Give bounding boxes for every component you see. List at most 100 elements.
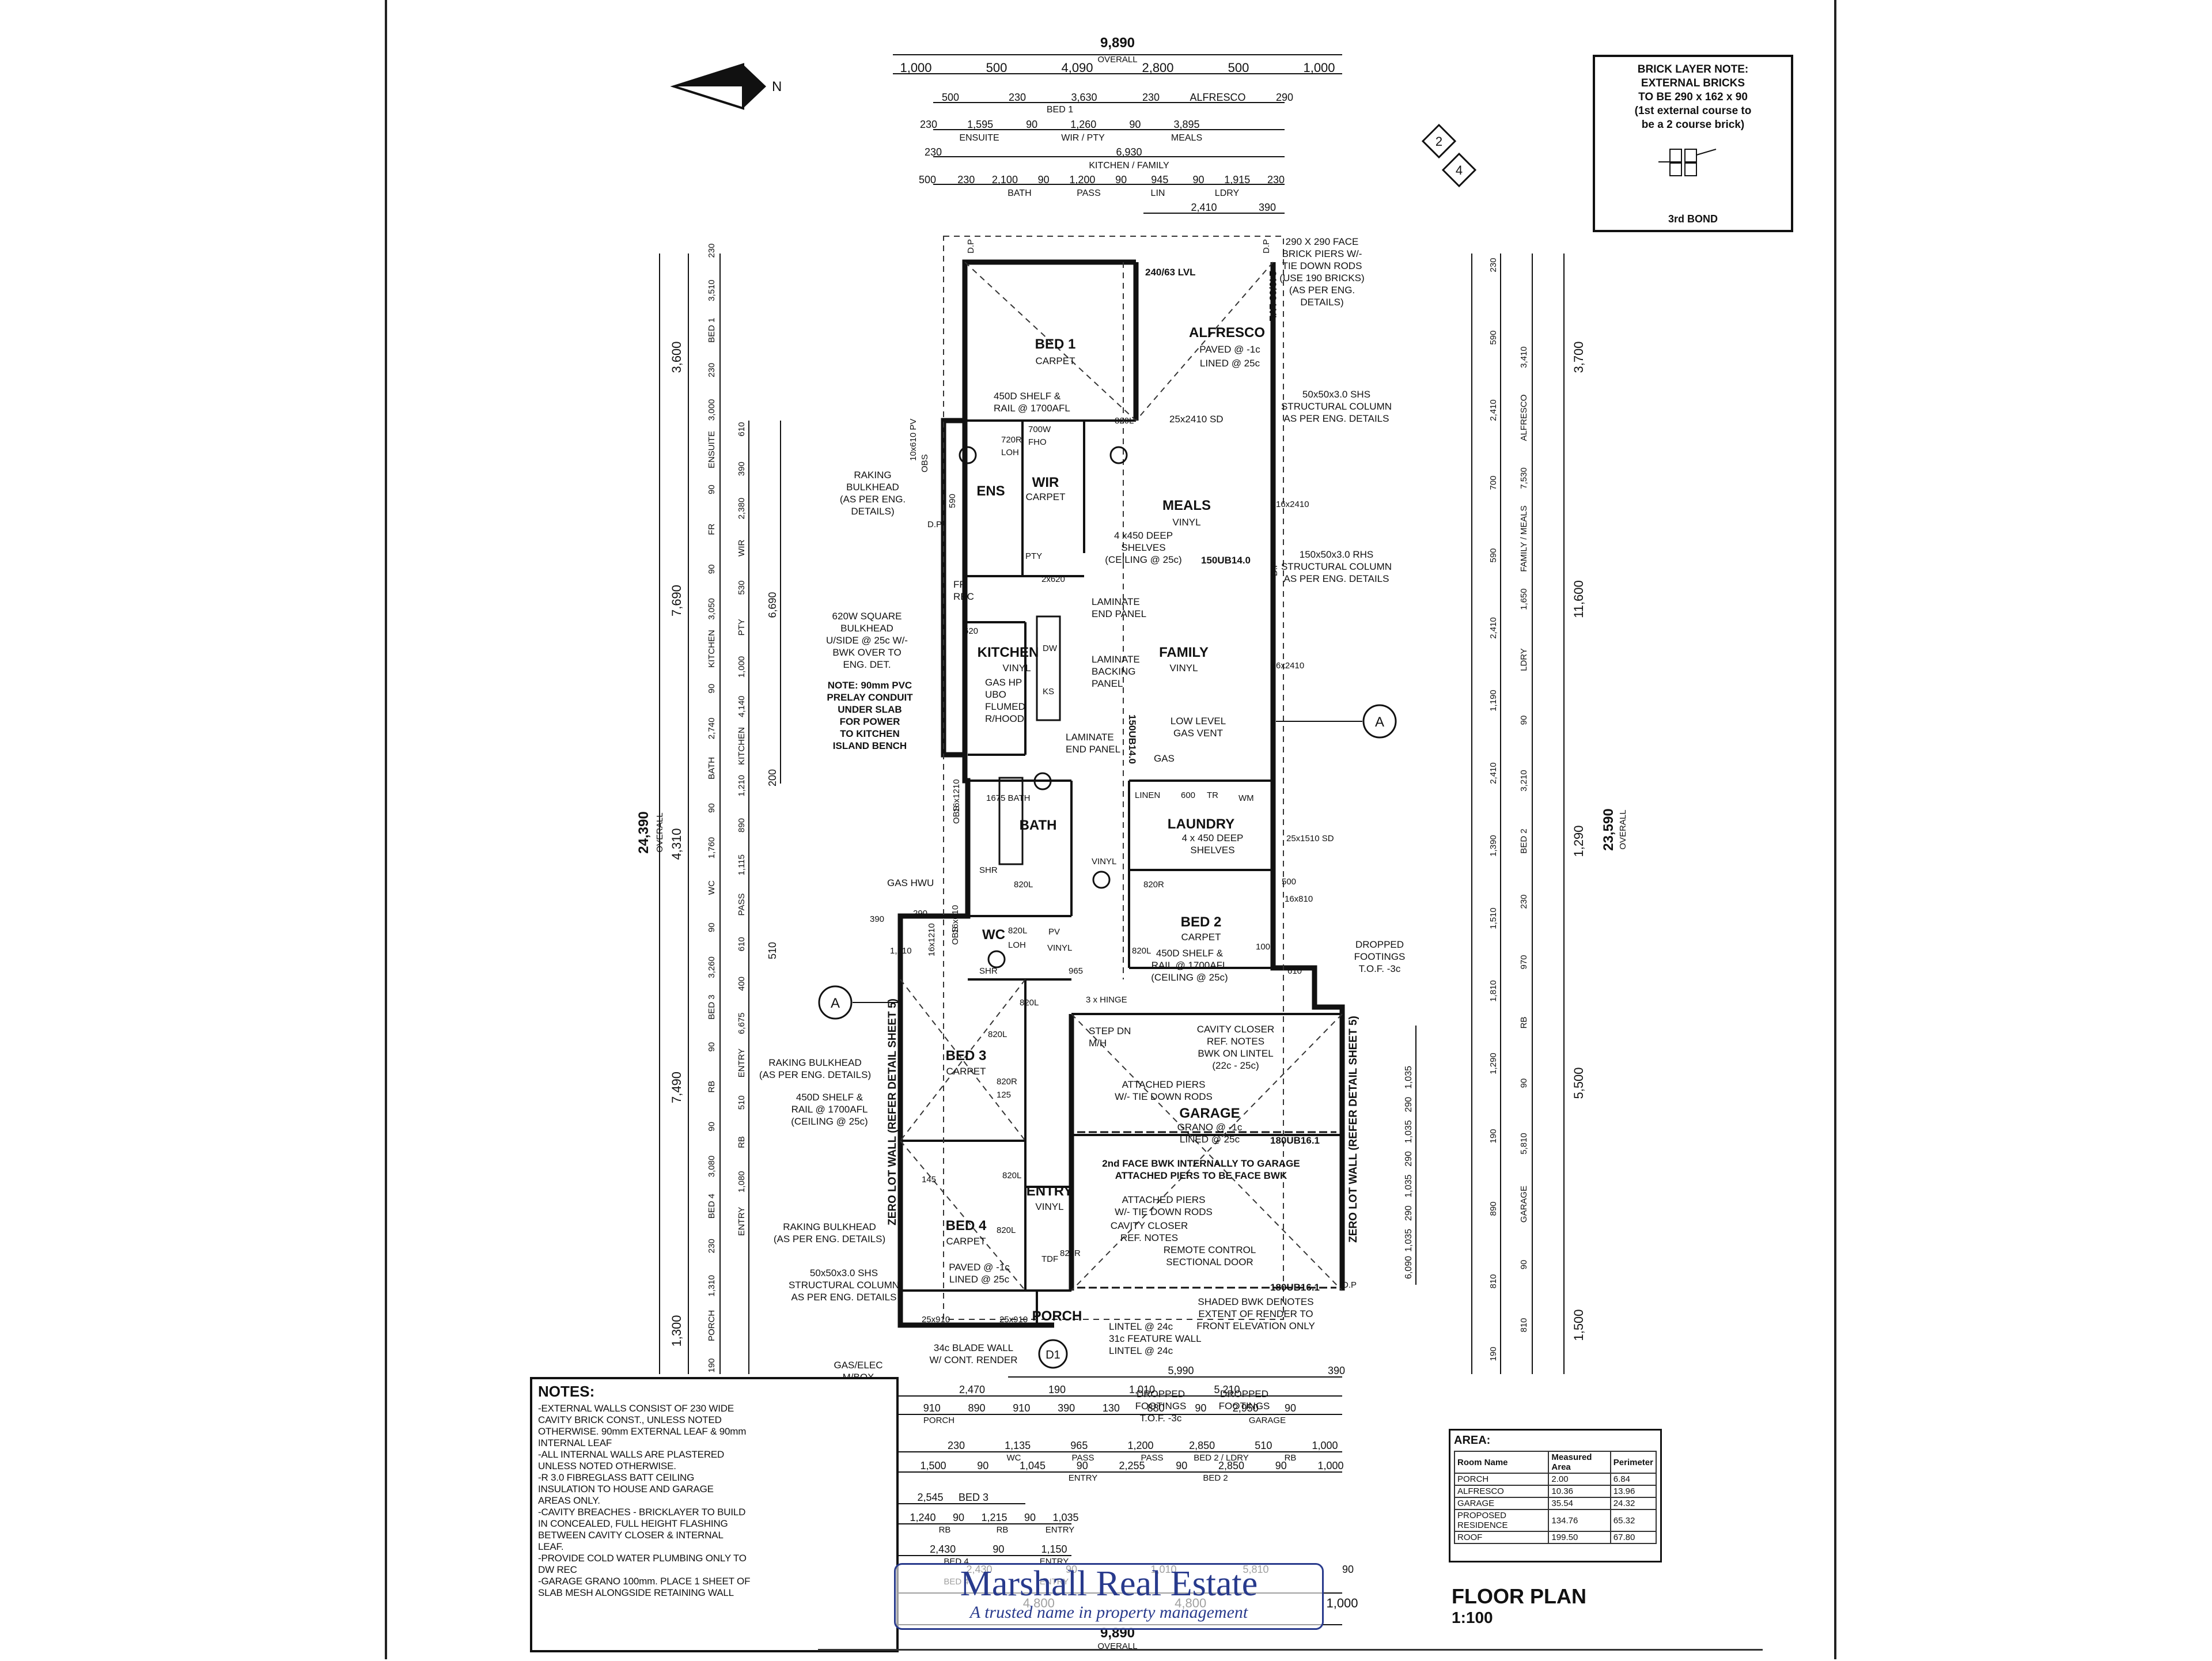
note-item: -PROVIDE COLD WATER PLUMBING ONLY TO	[538, 1553, 747, 1564]
callout-line: BULKHEAD	[846, 482, 899, 493]
gas-hwu-label: GAS HWU	[887, 877, 934, 888]
dim-text: 390	[1058, 1402, 1075, 1414]
dim-text: 3,050	[707, 598, 717, 620]
dim-text: 2,410	[1488, 617, 1498, 639]
area-cell: GARAGE	[1453, 1497, 1550, 1510]
plan-note: 10x610 PV	[908, 419, 918, 461]
dim-text: 230	[925, 146, 942, 158]
note-item: SLAB MESH ALONGSIDE RETAINING WALL	[538, 1587, 734, 1598]
section-mark-a-left: A	[818, 985, 900, 1020]
dim-text: 610	[737, 422, 747, 436]
dim-text: 90	[1519, 716, 1529, 725]
dim-text: 1,200	[1127, 1440, 1153, 1451]
plan-note: 620	[964, 626, 978, 636]
dim-text: 90	[993, 1543, 1004, 1555]
callout-line: LAMINATE	[1092, 654, 1140, 665]
dim-text: 2,100	[992, 174, 1018, 186]
brand-watermark: Marshall Real Estate A trusted name in p…	[894, 1563, 1324, 1630]
dim-text: 1,135	[1005, 1440, 1031, 1451]
room-name: BED 4	[946, 1218, 987, 1234]
svg-text:2: 2	[1435, 134, 1442, 149]
dim-text: 3,410	[1519, 346, 1529, 368]
dim-text: 5,810	[1519, 1133, 1529, 1155]
dim-text: 590	[1488, 548, 1498, 562]
dim-text: 90	[1342, 1564, 1354, 1575]
area-cell: 2.00	[1548, 1473, 1611, 1486]
callout-line: ISLAND BENCH	[833, 740, 907, 751]
dim-text: 7,690	[669, 585, 684, 616]
smoke-alarm-icon	[1092, 871, 1111, 889]
callout-line: BRICK PIERS W/-	[1282, 248, 1362, 259]
callout-line: 50x50x3.0 SHS	[1302, 389, 1370, 400]
dim-text: PORCH	[923, 1416, 955, 1425]
note-item: IN CONCEALED, FULL HEIGHT FLASHING	[538, 1518, 728, 1529]
plan-note: 1,210	[890, 946, 912, 956]
callout-line: SHADED BWK DENOTES	[1198, 1296, 1313, 1307]
dim-text: OVERALL	[1618, 809, 1628, 849]
area-cell: 35.54	[1548, 1497, 1611, 1510]
plan-note: D.P	[1342, 1280, 1357, 1290]
callout-line: (USE 190 BRICKS)	[1279, 273, 1364, 283]
dim-text: 7,530	[1519, 467, 1529, 489]
room-finish: GRANO @ -1c	[1177, 1122, 1243, 1133]
plan-note: LOH	[1008, 940, 1026, 950]
north-arrow-icon: N	[670, 63, 782, 110]
callout-line: M/H	[1089, 1038, 1107, 1049]
room-name: ENS	[976, 483, 1005, 499]
svg-text:A: A	[1375, 714, 1384, 730]
dim-text: OVERALL	[1097, 1641, 1137, 1651]
dim-text: 90	[707, 684, 717, 694]
area-cell: PORCH	[1453, 1473, 1550, 1486]
callout-line: PRELAY CONDUIT	[827, 692, 913, 703]
dim-text: 2,545	[917, 1492, 943, 1503]
callout-line: END PANEL	[1066, 744, 1120, 755]
plan-note: FHO	[1028, 437, 1047, 447]
dim-text: 290	[1404, 1205, 1414, 1221]
area-cell: 13.96	[1609, 1485, 1657, 1498]
dim-text: 2,410	[1488, 762, 1498, 784]
dim-text: 1,000	[1317, 1460, 1343, 1471]
callout-line: STEP DN	[1089, 1026, 1131, 1036]
dim-text: 90	[977, 1460, 988, 1471]
dim-text: 4,090	[1061, 60, 1093, 75]
note-item: INSULATION TO HOUSE AND GARAGE	[538, 1484, 714, 1494]
room-labels: BED 1 ALFRESCO ENS WIR MEALS KITCHEN FAM…	[946, 325, 1265, 1324]
beam-label: 240/63 LVL	[1267, 271, 1278, 321]
dim-text: PORCH	[707, 1310, 717, 1341]
area-cell: 67.80	[1609, 1531, 1657, 1544]
room-finishes: CARPET PAVED @ -1c LINED @ 25c CARPET VI…	[946, 344, 1261, 1247]
callout-line: GAS/ELEC	[834, 1360, 882, 1371]
dim-text: 1,150	[1041, 1543, 1067, 1555]
callout-line: 2nd FACE BWK INTERNALLY TO GARAGE	[1102, 1158, 1300, 1169]
callout-line: (AS PER ENG. DETAILS)	[759, 1069, 871, 1080]
misc-labels: 820L820L820L820R820L820L820L820R820L820L…	[870, 239, 1357, 1325]
dim-text: 1,290	[1571, 825, 1586, 857]
plan-note: OBS	[920, 454, 930, 472]
callout-line: RAKING	[854, 470, 891, 480]
dim-text: 4,310	[669, 828, 684, 860]
area-cell: PROPOSED RESIDENCE	[1453, 1509, 1550, 1532]
brick-note-line: TO BE 290 x 162 x 90	[1638, 91, 1748, 103]
room-name: WIR	[1032, 475, 1059, 490]
dim-text: 1,045	[1020, 1460, 1046, 1471]
svg-text:A: A	[831, 996, 840, 1011]
callout-line: BACKING	[1092, 666, 1136, 677]
room-finish: VINYL	[1172, 517, 1200, 528]
dim-text: 890	[968, 1402, 986, 1414]
callout-line: TO KITCHEN	[840, 728, 900, 739]
callout-line: DROPPED	[1220, 1388, 1268, 1399]
callout-line: (CEILING @ 25c)	[1151, 972, 1228, 983]
callout-line: PANEL	[1092, 678, 1123, 689]
bath-tub	[998, 777, 1024, 865]
callout-line: REMOTE CONTROL	[1164, 1244, 1256, 1255]
callout-line: LINTEL @ 24c	[1109, 1321, 1173, 1332]
dim-text: 3,210	[1519, 770, 1529, 792]
